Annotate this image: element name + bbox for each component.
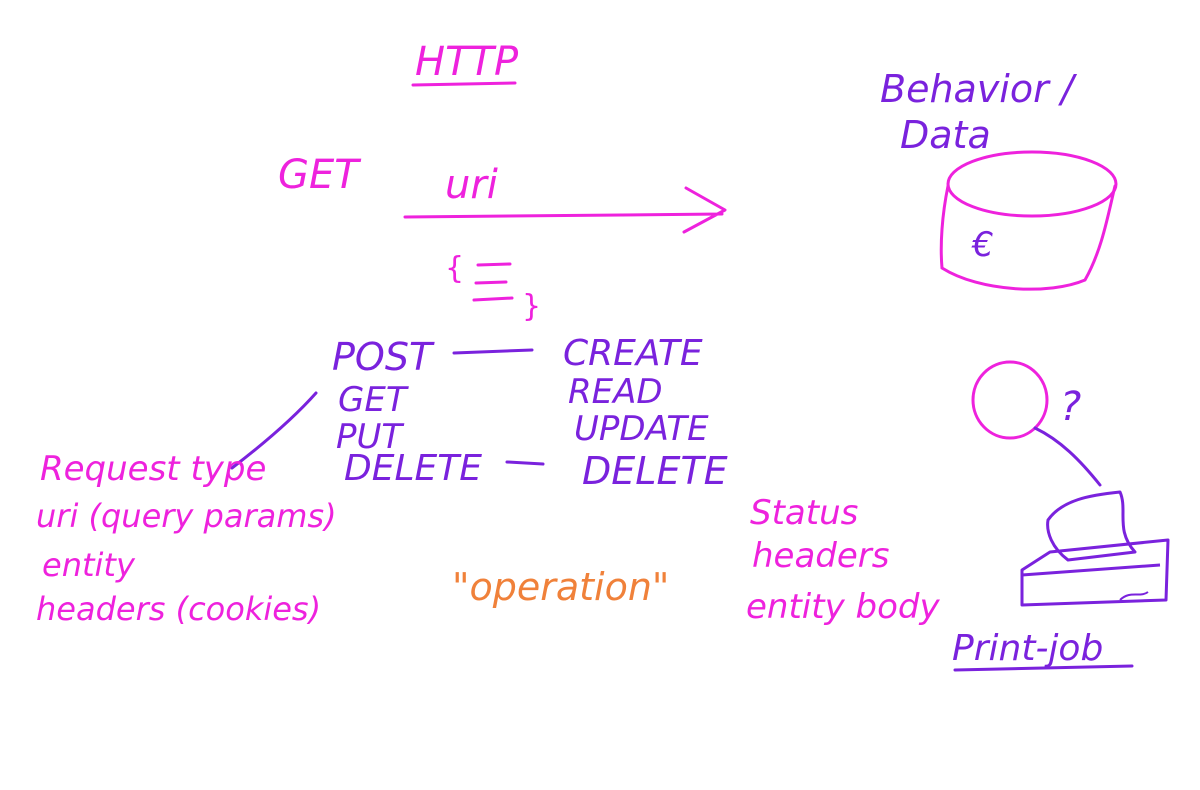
request-type-connector bbox=[230, 391, 318, 470]
request-arrow bbox=[403, 186, 727, 234]
uri-label: uri bbox=[445, 162, 498, 208]
printer-label: Print-job bbox=[952, 628, 1103, 669]
database-icon: € bbox=[939, 150, 1118, 291]
response-part-status: Status bbox=[750, 493, 858, 533]
printer-label-underline bbox=[953, 664, 1134, 672]
request-part-headers: headers (cookies) bbox=[36, 590, 321, 628]
delete-connector bbox=[505, 460, 545, 466]
method-delete: DELETE bbox=[344, 448, 482, 489]
request-part-uri: uri (query params) bbox=[36, 497, 337, 535]
request-method: GET bbox=[278, 152, 362, 198]
printer-icon bbox=[1020, 490, 1170, 607]
brace-open: { bbox=[445, 251, 464, 286]
post-create-connector bbox=[452, 348, 534, 355]
response-part-headers: headers bbox=[752, 536, 890, 576]
crud-delete: DELETE bbox=[582, 449, 728, 493]
method-put: PUT bbox=[336, 417, 404, 457]
diagram-title: HTTP bbox=[415, 39, 519, 85]
operation-label: "operation" bbox=[452, 565, 669, 609]
brace-close: } bbox=[522, 289, 541, 324]
request-part-entity: entity bbox=[42, 546, 136, 584]
body-lines bbox=[472, 262, 514, 302]
title-underline bbox=[411, 81, 517, 87]
database-symbol: € bbox=[971, 225, 994, 265]
resource-title-line1: Behavior / bbox=[880, 67, 1078, 111]
crud-update: UPDATE bbox=[574, 409, 709, 449]
method-post: POST bbox=[332, 335, 435, 379]
user-icon: ? bbox=[971, 360, 1102, 487]
request-part-type: Request type bbox=[40, 449, 266, 489]
crud-read: READ bbox=[568, 372, 663, 412]
method-get: GET bbox=[338, 380, 409, 420]
response-part-entity-body: entity body bbox=[746, 587, 940, 627]
svg-text:?: ? bbox=[1060, 384, 1081, 430]
crud-create: CREATE bbox=[563, 333, 703, 374]
resource-title-line2: Data bbox=[900, 113, 991, 157]
